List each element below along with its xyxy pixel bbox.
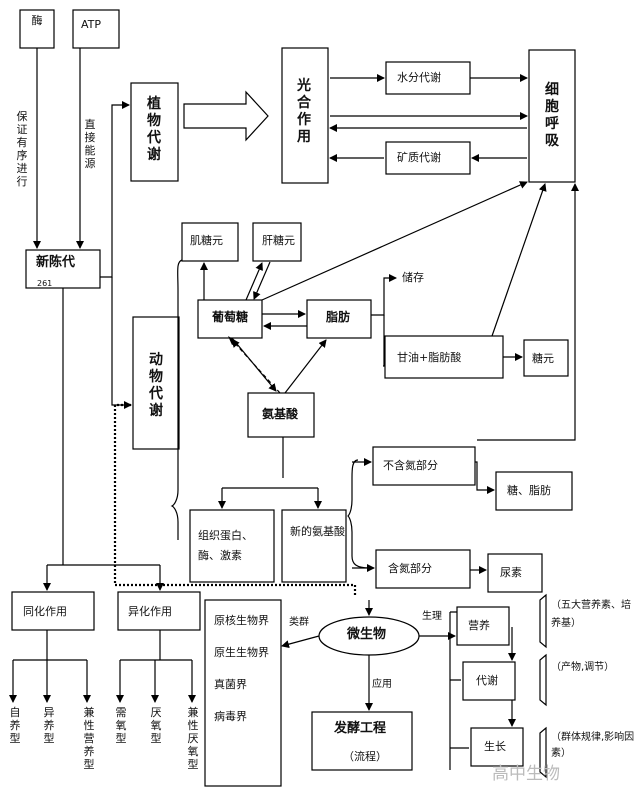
cellular-respiration-label: 细胞呼吸 — [545, 82, 559, 149]
process-label: （流程） — [343, 750, 387, 763]
amino-acid-box — [247, 392, 315, 438]
catabolism-box — [117, 591, 201, 631]
cellular-respiration-box — [528, 49, 576, 183]
anabolism-box — [11, 591, 95, 631]
virus-kingdom-label: 病毒界 — [214, 710, 247, 723]
nitrogen-part-label: 含氮部分 — [388, 562, 432, 575]
facultative-nutrition-label: 兼性营养型 — [83, 706, 95, 771]
growth-note: （群体规律,影响因素） — [551, 732, 635, 759]
fungi-kingdom-label: 真菌界 — [214, 678, 247, 691]
storage-label: 储存 — [402, 271, 424, 284]
autotroph-label: 自养型 — [9, 706, 21, 745]
animal-metabolism-label: 动物代谢 — [149, 352, 163, 419]
sugar-fat-label: 糖、脂肪 — [507, 484, 551, 497]
direct-energy-label: 直接能源 — [84, 118, 96, 170]
liver-glycogen-label: 肝糖元 — [262, 234, 295, 247]
mineral-metabolism-label: 矿质代谢 — [397, 151, 441, 164]
nutrition-label: 营养 — [468, 619, 490, 632]
growth-label: 生长 — [484, 740, 506, 753]
new-amino-acid-label: 新的氨基酸 — [290, 525, 345, 538]
protist-kingdom-label: 原生生物界 — [214, 646, 269, 659]
mineral-metabolism-box — [385, 141, 471, 175]
photosynthesis-box — [281, 47, 329, 184]
glycogen-box — [523, 339, 569, 377]
tissue-protein-label: 组织蛋白、酶、激素 — [198, 529, 253, 562]
new-amino-acid-box — [281, 509, 347, 583]
nutrition-box — [456, 606, 510, 646]
anaerobic-label: 厌氧型 — [150, 706, 162, 745]
microbe-metabolism-box — [462, 661, 516, 701]
catabolism-label: 异化作用 — [128, 605, 172, 618]
atp-label: ATP — [81, 18, 102, 31]
animal-metabolism-box — [132, 316, 180, 450]
tissue-protein-box — [189, 509, 275, 583]
non-nitrogen-part-label: 不含氮部分 — [383, 459, 438, 472]
photosynthesis-label: 光合作用 — [297, 78, 311, 145]
fermentation-label: 发酵工程 — [334, 721, 387, 736]
fermentation-box — [311, 711, 413, 771]
anabolism-label: 同化作用 — [23, 605, 67, 618]
big-arrow — [183, 90, 269, 142]
orderly-conduct-label: 保证有序进行 — [16, 110, 28, 188]
kingdoms-box — [204, 599, 282, 787]
muscle-glycogen-label: 肌糖元 — [190, 234, 223, 247]
metabolism-note: （产物,调节） — [551, 662, 615, 673]
muscle-glycogen-box — [181, 222, 239, 262]
water-metabolism-label: 水分代谢 — [397, 71, 441, 84]
liver-glycogen-box — [252, 222, 302, 262]
enzyme-label: 酶 — [31, 14, 43, 27]
prokaryote-kingdom-label: 原核生物界 — [214, 614, 269, 627]
watermark: 高中生物 — [492, 764, 560, 784]
non-nitrogen-part-box — [372, 446, 476, 486]
glycerol-fatty-acid-label: 甘油+脂肪酸 — [397, 351, 462, 364]
microbe-metabolism-label: 代谢 — [476, 674, 498, 687]
physiology-label: 生理 — [422, 611, 442, 622]
metabolism-label: 新陈代 — [36, 255, 76, 270]
urea-box — [487, 553, 543, 593]
fat-label: 脂肪 — [326, 310, 351, 324]
glucose-label: 葡萄糖 — [212, 310, 249, 324]
amino-acid-label: 氨基酸 — [262, 407, 299, 421]
growth-box — [470, 727, 524, 767]
category-label: 类群 — [289, 617, 309, 628]
urea-label: 尿素 — [500, 566, 522, 579]
aerobic-label: 需氧型 — [115, 706, 127, 745]
plant-metabolism-label: 植物代谢 — [147, 96, 161, 163]
nutrition-note: （五大营养素、培养基） — [551, 600, 631, 629]
sugar-fat-box — [495, 471, 573, 511]
metabolism-sub-label: 261 — [37, 279, 53, 288]
heterotroph-label: 异养型 — [43, 706, 55, 745]
plant-metabolism-box — [130, 82, 179, 182]
application-label: 应用 — [372, 679, 392, 690]
microbe-label: 微生物 — [347, 627, 387, 642]
atp-box — [72, 9, 120, 49]
facultative-anaerobic-label: 兼性厌氧型 — [187, 706, 199, 771]
nitrogen-part-box — [375, 549, 471, 589]
fat-box — [306, 299, 372, 339]
glycogen-label: 糖元 — [532, 352, 554, 365]
